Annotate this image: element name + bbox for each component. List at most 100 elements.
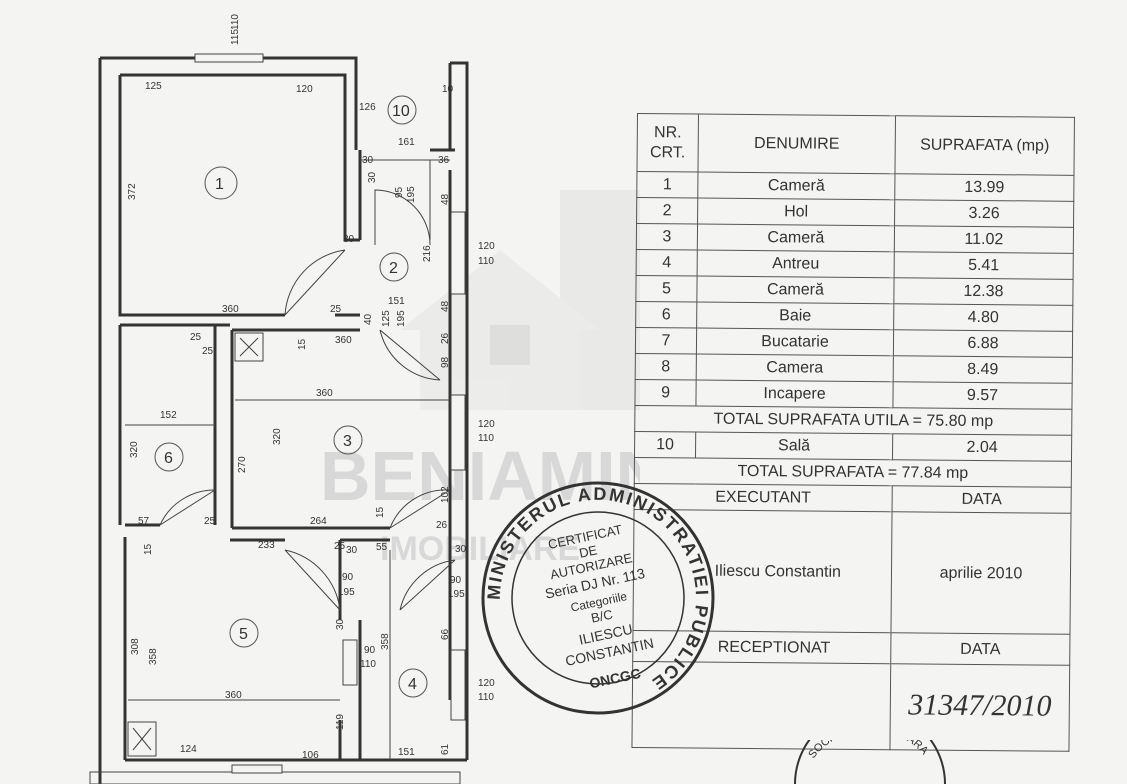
svg-text:15: 15 <box>375 506 386 518</box>
table-header-row: NR.CRT. DENUMIRE SUPRAFATA (mp) <box>636 113 1075 176</box>
svg-text:126: 126 <box>359 102 376 113</box>
svg-text:25: 25 <box>330 304 342 315</box>
svg-text:26: 26 <box>440 332 451 344</box>
header-denumire: DENUMIRE <box>697 114 896 174</box>
svg-text:195: 195 <box>406 186 417 203</box>
svg-text:25: 25 <box>190 332 202 343</box>
executant-date: aprilie 2010 <box>890 511 1072 635</box>
svg-text:95: 95 <box>394 186 405 198</box>
svg-text:233: 233 <box>258 540 275 551</box>
svg-text:120: 120 <box>478 419 495 430</box>
receptie-handwritten-number: 31347/2010 <box>908 687 1052 723</box>
svg-text:110: 110 <box>478 256 494 267</box>
svg-text:152: 152 <box>160 410 177 421</box>
svg-text:360: 360 <box>316 388 333 399</box>
svg-text:90: 90 <box>364 645 376 656</box>
ventilation-icon <box>234 332 264 362</box>
svg-text:26: 26 <box>436 520 448 531</box>
svg-text:320: 320 <box>129 441 140 458</box>
svg-text:270: 270 <box>237 456 248 473</box>
svg-text:30: 30 <box>335 618 346 630</box>
svg-text:55: 55 <box>376 542 388 553</box>
svg-text:106: 106 <box>302 750 319 761</box>
room-number: 4 <box>408 676 417 693</box>
svg-text:15: 15 <box>143 543 154 555</box>
svg-text:358: 358 <box>380 633 391 650</box>
svg-text:36: 36 <box>438 155 450 166</box>
svg-text:161: 161 <box>398 137 415 148</box>
svg-text:195: 195 <box>338 587 355 598</box>
svg-text:125: 125 <box>381 310 392 327</box>
window <box>342 639 358 686</box>
svg-text:25: 25 <box>204 516 216 527</box>
stamp-line: B/C <box>590 607 614 626</box>
room-number: 6 <box>164 450 173 467</box>
stamp-line: ONCGC <box>588 665 642 691</box>
svg-text:216: 216 <box>422 245 433 262</box>
watermark-subtext: IMOBILIARE <box>380 530 580 568</box>
window <box>194 53 264 63</box>
svg-text:358: 358 <box>148 648 159 665</box>
svg-text:120: 120 <box>478 678 495 689</box>
svg-text:195: 195 <box>396 310 407 327</box>
svg-text:115: 115 <box>230 29 241 45</box>
svg-text:98: 98 <box>440 356 451 368</box>
svg-text:SOCIETATE IMOBILIARA: SOCIETATE IMOBILIARA <box>806 740 930 761</box>
svg-text:151: 151 <box>398 747 415 758</box>
window <box>450 649 466 721</box>
svg-text:264: 264 <box>310 516 327 527</box>
room-number: 1 <box>215 176 224 193</box>
svg-text:125: 125 <box>145 81 162 92</box>
window <box>231 764 283 774</box>
window <box>450 394 466 471</box>
authorization-stamp: MINISTERUL ADMINISTRATIEI PUBLICE CERTIF… <box>478 478 718 718</box>
room-number: 10 <box>392 103 410 120</box>
svg-text:372: 372 <box>127 183 138 200</box>
header-suprafata: SUPRAFATA (mp) <box>894 115 1075 176</box>
svg-text:110: 110 <box>230 14 241 30</box>
svg-text:308: 308 <box>130 638 141 655</box>
svg-text:57: 57 <box>138 516 150 527</box>
svg-text:124: 124 <box>180 744 197 755</box>
svg-text:48: 48 <box>440 193 451 205</box>
second-stamp: SOCIETATE IMOBILIARA <box>794 740 946 784</box>
svg-text:110: 110 <box>360 659 376 670</box>
svg-text:110: 110 <box>478 433 494 444</box>
room-number: 2 <box>389 260 398 277</box>
svg-text:360: 360 <box>335 335 352 346</box>
svg-text:10: 10 <box>442 84 454 95</box>
svg-text:151: 151 <box>388 296 405 307</box>
window <box>450 211 466 295</box>
svg-text:102: 102 <box>440 486 451 503</box>
svg-text:110: 110 <box>478 692 494 703</box>
svg-text:61: 61 <box>440 743 451 755</box>
second-stamp-text: SOCIETATE IMOBILIARA <box>806 740 930 761</box>
dimension-labels: 115 110 125 120 126 10 161 30 36 30 95 1… <box>127 14 495 761</box>
svg-text:90: 90 <box>450 575 462 586</box>
svg-text:25: 25 <box>202 346 214 357</box>
svg-text:48: 48 <box>440 300 451 312</box>
svg-text:120: 120 <box>296 84 313 95</box>
svg-text:30: 30 <box>362 155 374 166</box>
svg-text:119: 119 <box>335 714 346 730</box>
stamp-line: DE <box>578 542 599 560</box>
ventilation-icon <box>127 721 157 757</box>
svg-text:66: 66 <box>440 628 451 640</box>
svg-text:30: 30 <box>455 544 467 555</box>
floor-plan: BENIAMIN IMOBILIARE <box>89 14 640 784</box>
svg-text:360: 360 <box>225 690 242 701</box>
svg-text:15: 15 <box>297 338 308 350</box>
header-nr: NR.CRT. <box>636 113 699 173</box>
room-number: 5 <box>239 626 248 643</box>
svg-text:30: 30 <box>367 171 378 183</box>
